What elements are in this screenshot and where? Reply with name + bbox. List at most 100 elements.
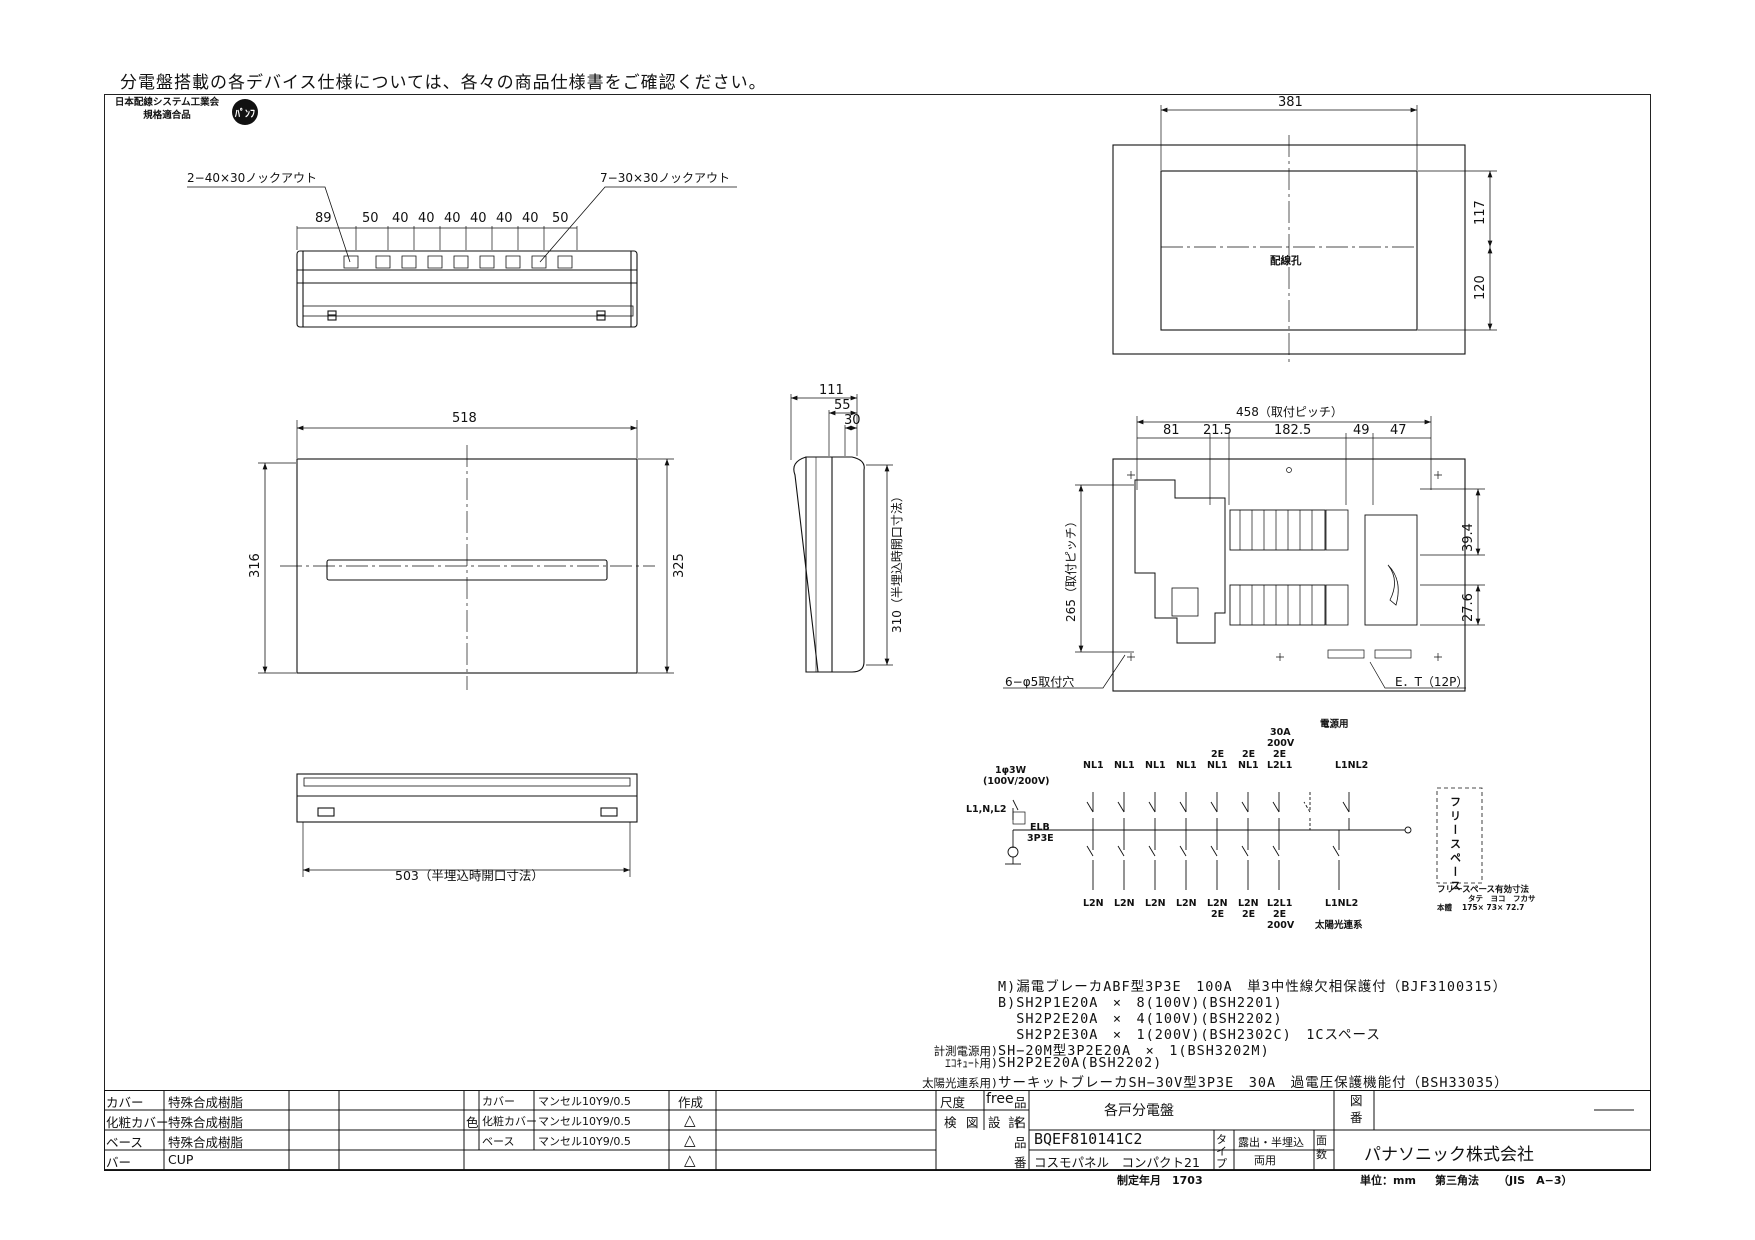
inner-v2-label: 27.6 — [1461, 593, 1476, 622]
spec-line: SH2P2E30A × 1(200V)(BSH2302C) 1Cスペース — [998, 1027, 1381, 1043]
certification-label: 日本配線システム工業会 規格適合品 — [108, 96, 226, 122]
product-name: 各戸分電盤 — [1104, 1103, 1174, 1119]
material-value: 特殊合成樹脂 — [168, 1135, 244, 1150]
branch-bottom-label: 200V — [1267, 920, 1295, 931]
men-label: 面数 — [1316, 1134, 1327, 1161]
free-space-dims-row-label: 本體 — [1436, 902, 1453, 912]
pitch-label: 40 — [470, 211, 487, 226]
knockout-right-label: 7−30×30ノックアウト — [600, 171, 730, 185]
spec-line: SH2P2E20A × 4(100V)(BSH2202) — [998, 1011, 1283, 1027]
branch-top-label: NL1 — [1176, 760, 1197, 771]
title-block: カバー 特殊合成樹脂 化粧カバー 特殊合成樹脂 ベース 特殊合成樹脂 バー CU… — [104, 1090, 1651, 1171]
check-label: 設 — [988, 1115, 1001, 1130]
knockout-left-label: 2−40×30ノックアウト — [187, 171, 317, 185]
color-value: マンセル10Y9/0.5 — [538, 1095, 631, 1108]
inner-dim-label: 182.5 — [1274, 423, 1311, 438]
branch-top-label: NL1 — [1083, 760, 1104, 771]
side-depth-label: 30 — [844, 413, 861, 428]
pitch-label: 40 — [418, 211, 435, 226]
company-name: パナソニック株式会社 — [1364, 1145, 1534, 1165]
branch-top-label: 2E — [1211, 749, 1224, 760]
color-value: マンセル10Y9/0.5 — [538, 1135, 631, 1148]
material-part: ベース — [106, 1135, 143, 1150]
branch-bottom-label: L2N — [1145, 898, 1166, 909]
drawing-frame — [104, 94, 1651, 1170]
branch-top-label: 2E — [1273, 749, 1286, 760]
branch-bottom-label: 2E — [1273, 909, 1286, 920]
check-label: 図 — [966, 1115, 979, 1130]
branch-top-label: NL1 — [1207, 760, 1228, 771]
scale-value: free — [986, 1091, 1014, 1107]
type-value: 露出・半埋込 — [1238, 1136, 1304, 1149]
check-label: 計 — [1008, 1115, 1021, 1130]
branch-top-label: 2E — [1242, 749, 1255, 760]
certification-line1: 日本配線システム工業会 — [114, 97, 220, 108]
pitch-label: 89 — [315, 211, 332, 226]
branch-top-label: NL1 — [1238, 760, 1259, 771]
title-block-grid — [104, 1090, 1651, 1171]
scale-label: 尺度 — [940, 1095, 966, 1110]
spec-line: 太陽光連系用)サーキットブレーカSH−30V型3P3E 30A 過電圧保護機能付… — [922, 1075, 1509, 1091]
branch-bottom-label: L2N — [1083, 898, 1104, 909]
elb-label: ELB — [1030, 822, 1050, 833]
spec-line: 計測電源用)SH−20M型3P2E20A × 1(BSH3202M) — [933, 1043, 1270, 1059]
front-width-label: 518 — [452, 411, 477, 426]
branch-top-label: NL1 — [1114, 760, 1135, 771]
free-space-dims-header: タテ ヨコ フカサ — [1468, 893, 1536, 903]
color-value: マンセル10Y9/0.5 — [538, 1115, 631, 1128]
pitch-label: 40 — [496, 211, 513, 226]
check-label: 検 — [944, 1115, 957, 1130]
input-label: L1,N,L2 — [966, 804, 1007, 815]
projection-label: 第三角法 — [1435, 1174, 1479, 1187]
mounting-hole-label: 6−φ5取付穴 — [1005, 674, 1074, 689]
pitch-label: 40 — [392, 211, 409, 226]
front-height-right-label: 325 — [672, 553, 687, 578]
revision-mark: △ — [684, 1151, 696, 1169]
branch-bottom-label: L2N — [1176, 898, 1197, 909]
series-name: コスモパネル コンパクト21 — [1034, 1155, 1200, 1170]
inner-view — [1003, 416, 1485, 692]
revision-mark: △ — [684, 1111, 696, 1129]
back-width-label: 381 — [1278, 95, 1303, 110]
circuit-diagram — [1005, 787, 1483, 890]
branch-top-label: L2L1 — [1267, 760, 1292, 771]
inner-dim-label: 81 — [1163, 423, 1180, 438]
side-height-label: 310（半埋込時開口寸法） — [890, 490, 904, 633]
inner-v1-label: 39.4 — [1461, 523, 1476, 552]
side-depth-label: 55 — [834, 398, 851, 413]
color-part: 化粧カバー — [482, 1115, 537, 1128]
branch-top-label: 200V — [1267, 738, 1295, 749]
free-space-label: フリースペース — [1449, 796, 1462, 894]
back-view — [1112, 105, 1497, 365]
side-view — [790, 394, 893, 673]
free-space-note: フリースペース有効寸法 — [1437, 884, 1530, 895]
branch-bottom-label: L2N — [1114, 898, 1135, 909]
inner-dim-label: 49 — [1353, 423, 1370, 438]
pitch-label: 50 — [552, 211, 569, 226]
pitch-label: 40 — [444, 211, 461, 226]
material-value: CUP — [168, 1152, 194, 1167]
zuban-label: 図番 — [1350, 1093, 1363, 1125]
supply-voltage-label: (100V/200V) — [983, 776, 1050, 787]
color-part: カバー — [482, 1095, 515, 1108]
hin-label: 品 — [1014, 1135, 1027, 1150]
branch-bottom-label: 2E — [1242, 909, 1255, 920]
vertical-pitch-label: 265（取付ピッチ） — [1064, 515, 1078, 622]
certification-mark-icon: ﾊﾟﾝﾌ — [232, 99, 258, 125]
unit-label: 単位：mm — [1360, 1174, 1416, 1187]
inner-dim-label: 21.5 — [1203, 423, 1232, 438]
type-label: タイプ — [1216, 1133, 1227, 1170]
elb-type-label: 3P3E — [1027, 833, 1054, 844]
material-value: 特殊合成樹脂 — [168, 1095, 244, 1110]
spec-line: ｴｺｷｭｰﾄ用)SH2P2E20A(BSH2202) — [945, 1055, 1163, 1071]
spec-line: B)SH2P1E20A × 8(100V)(BSH2201) — [998, 995, 1283, 1011]
color-part: ベース — [482, 1135, 515, 1148]
front-height-left-label: 316 — [248, 553, 263, 578]
color-label: 色 — [466, 1115, 479, 1130]
back-height-top-label: 117 — [1473, 200, 1488, 225]
power-label: 電源用 — [1320, 718, 1349, 730]
front-view — [258, 420, 674, 690]
spec-line: M)漏電ブレーカABF型3P3E 100A 単3中性線欠相保護付（BJF3100… — [998, 979, 1508, 995]
pitch-label: 50 — [362, 211, 379, 226]
terminal-label: E．T（12P） — [1395, 675, 1468, 689]
